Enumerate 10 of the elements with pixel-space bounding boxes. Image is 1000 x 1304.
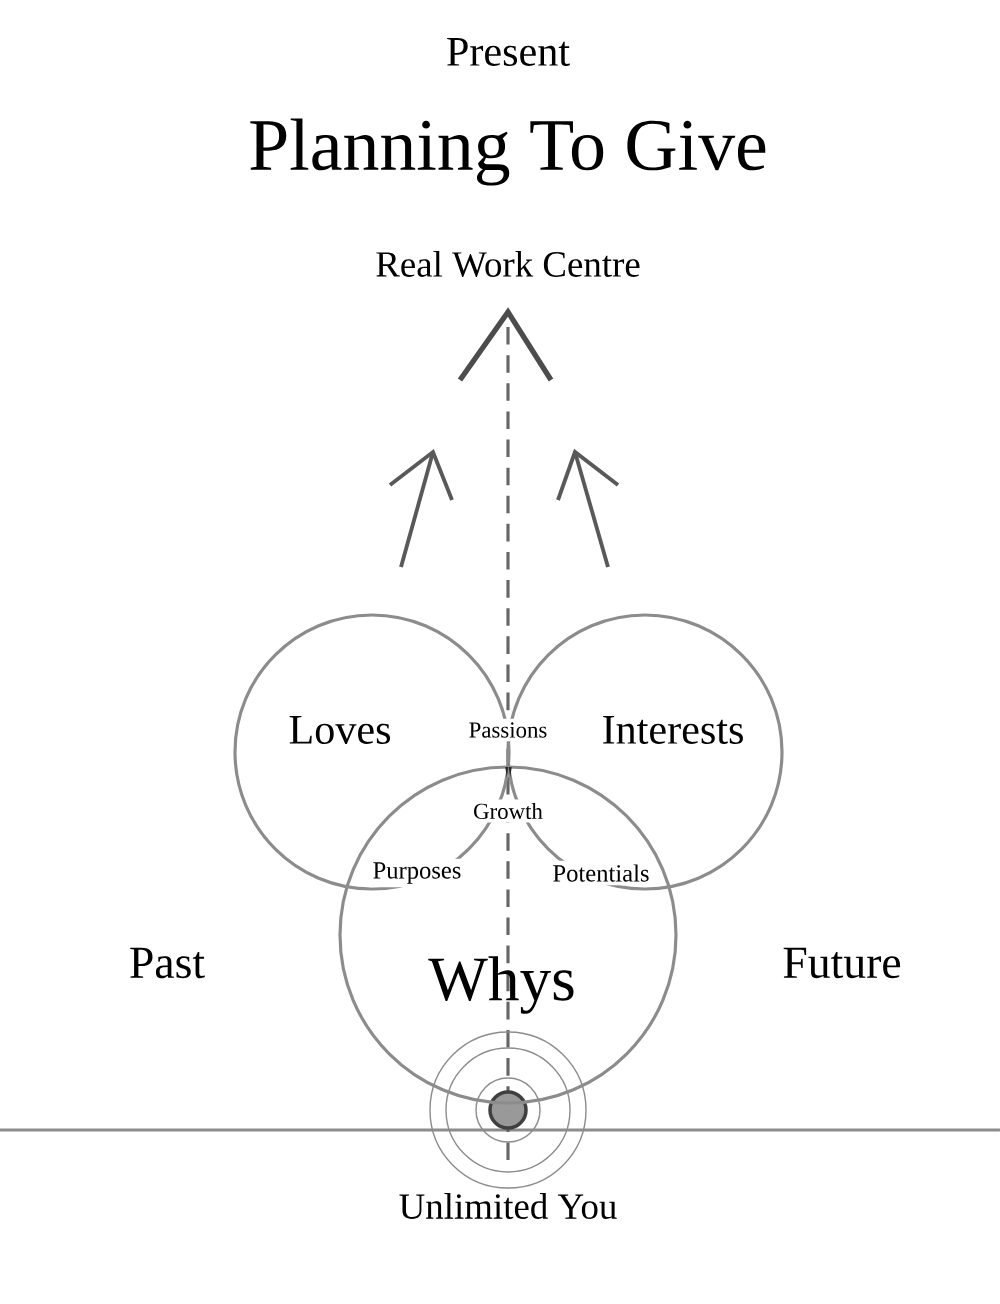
label: Real Work Centre bbox=[371, 247, 645, 281]
label: Potentials bbox=[549, 860, 654, 886]
label: Unlimited You bbox=[395, 1189, 621, 1223]
label: Future bbox=[778, 944, 906, 982]
label: Past bbox=[125, 944, 209, 982]
label: Passions bbox=[465, 718, 551, 742]
title: Planning To Give bbox=[250, 118, 766, 186]
label: Purposes bbox=[369, 858, 465, 888]
label: Present bbox=[442, 34, 574, 70]
label: Growth bbox=[469, 799, 547, 823]
